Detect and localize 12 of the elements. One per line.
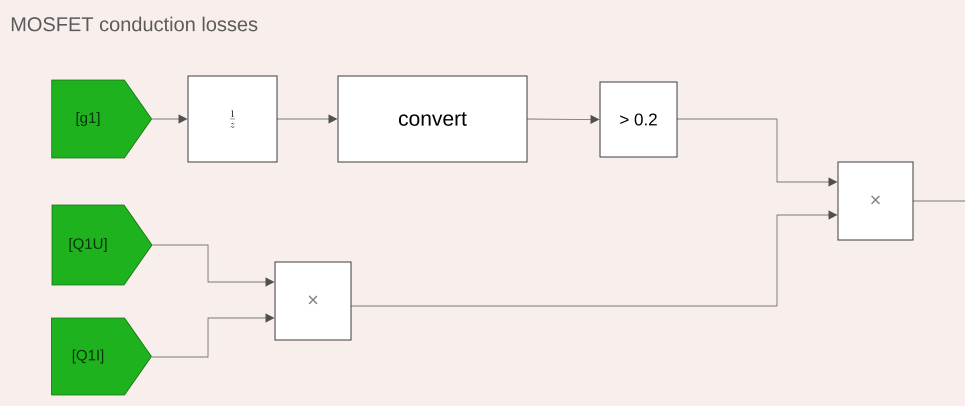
function-block: convert xyxy=(338,76,528,162)
function-block: > 0.2 xyxy=(600,82,678,158)
delay-block: $\frac{1}{z}$ xyxy=(188,76,278,162)
product-block: × xyxy=(274,261,352,340)
connector-line xyxy=(351,210,838,306)
goto-tag: [Q1I] xyxy=(51,318,152,396)
title: MOSFET conduction losses xyxy=(12,16,258,32)
product-block: × xyxy=(838,161,914,240)
connector-line xyxy=(913,200,965,202)
connector-line xyxy=(152,313,274,358)
goto-tag: [g1] xyxy=(51,80,152,158)
goto-tag: [Q1U] xyxy=(52,204,152,286)
